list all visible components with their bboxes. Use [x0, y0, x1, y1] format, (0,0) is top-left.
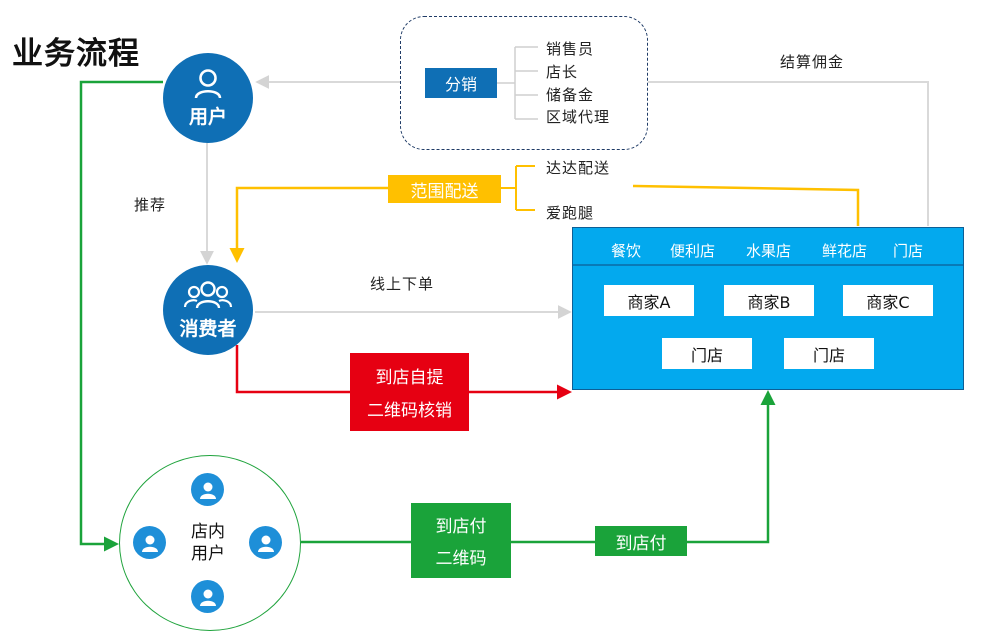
- person-icon: [141, 535, 158, 552]
- user-label: 用户: [188, 105, 227, 128]
- role-reserve-fund: 储备金: [546, 86, 595, 104]
- role-regional-agent: 区域代理: [546, 108, 611, 126]
- consumer-label: 消费者: [179, 317, 237, 340]
- pay-qr-box: 到店付 二维码: [411, 503, 511, 578]
- delivery-option-dada: 达达配送: [546, 159, 611, 177]
- user-to-store-arrow: [79, 80, 163, 552]
- category-store: 门店: [893, 242, 924, 260]
- store-box-1: 门店: [662, 338, 752, 369]
- store-user-icon-bottom: [191, 580, 224, 613]
- store-users-label: 店内 用户: [180, 521, 236, 565]
- distribution-tag: 分销: [425, 68, 497, 98]
- pickup-line1: 到店自提: [375, 368, 444, 388]
- person-icon: [199, 589, 216, 606]
- category-convenience-store: 便利店: [670, 242, 716, 260]
- store-user-icon-right: [249, 526, 282, 559]
- delivery-option-aipaotui: 爱跑腿: [546, 204, 595, 222]
- distribution-bracket: [497, 46, 538, 120]
- delivery-to-merchant-line: [632, 184, 860, 226]
- person-icon: [257, 535, 274, 552]
- person-icon: [199, 482, 216, 499]
- merchant-b: 商家B: [724, 285, 814, 316]
- delivery-bracket: [501, 165, 535, 211]
- settle-commission-label: 结算佣金: [780, 53, 845, 71]
- distribution-box: [400, 16, 648, 150]
- role-salesperson: 销售员: [546, 40, 595, 58]
- pay-qr-line2: 二维码: [435, 549, 487, 570]
- user-group-icon: [183, 280, 233, 308]
- store-users-label-line2: 用户: [191, 544, 225, 564]
- commission-line: [648, 81, 929, 226]
- pay-qr-line1: 到店付: [435, 516, 487, 537]
- category-fruit-store: 水果店: [746, 242, 792, 260]
- merchant-c: 商家C: [843, 285, 933, 316]
- consumer-node: 消费者: [163, 265, 253, 355]
- category-flower-shop: 鲜花店: [822, 242, 868, 260]
- pickup-box: 到店自提 二维码核销: [350, 353, 469, 431]
- merchant-panel-divider: [572, 264, 964, 266]
- recommend-label: 推荐: [134, 196, 167, 214]
- user-node: 用户: [163, 53, 253, 143]
- pickup-line2: 二维码核销: [367, 401, 452, 421]
- page-title: 业务流程: [12, 36, 140, 72]
- category-catering: 餐饮: [611, 242, 642, 260]
- delivery-tag: 范围配送: [388, 175, 501, 203]
- merchant-a: 商家A: [604, 285, 694, 316]
- online-order-label: 线上下单: [370, 275, 435, 293]
- pay-tag: 到店付: [595, 526, 687, 556]
- store-box-2: 门店: [784, 338, 874, 369]
- role-store-manager: 店长: [546, 63, 579, 81]
- store-user-icon-left: [133, 526, 166, 559]
- store-user-icon-top: [191, 473, 224, 506]
- store-users-label-line1: 店内: [191, 522, 225, 542]
- user-icon: [194, 68, 222, 98]
- delivery-arrow: [229, 186, 388, 263]
